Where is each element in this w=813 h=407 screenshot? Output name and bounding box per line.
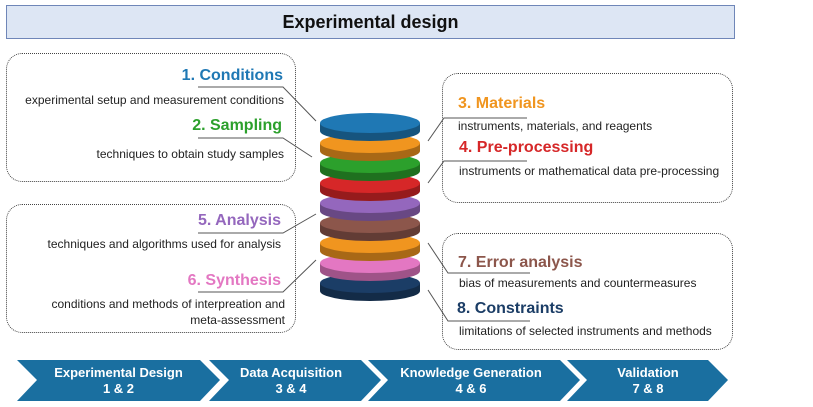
diagram-title: Experimental design bbox=[6, 5, 735, 39]
panel-design-steps bbox=[6, 53, 296, 182]
phase-experimental-design: Experimental Design 1 & 2 bbox=[37, 360, 200, 401]
step-8-description: limitations of selected instruments and … bbox=[459, 324, 712, 338]
disk-stack bbox=[320, 113, 420, 301]
connector-step-6 bbox=[198, 259, 317, 293]
step-1-description: experimental setup and measurement condi… bbox=[25, 93, 284, 107]
connector-step-5 bbox=[198, 213, 317, 234]
step-5-description: techniques and algorithms used for analy… bbox=[47, 237, 281, 251]
phase-arrow-4 bbox=[567, 360, 728, 401]
phase-1-name: Experimental Design bbox=[54, 364, 183, 380]
phase-2-name: Data Acquisition bbox=[239, 364, 343, 380]
step-3-heading: 3. Materials bbox=[458, 95, 546, 112]
step-6-description: conditions and methods of interpreation … bbox=[52, 296, 286, 328]
disk-top bbox=[320, 113, 420, 133]
phase-4-name: Validation bbox=[617, 364, 679, 380]
phase-arrow-2 bbox=[209, 360, 381, 401]
phase-1-steps: 1 & 2 bbox=[102, 380, 135, 396]
connector-step-3 bbox=[427, 117, 527, 142]
phase-arrow-1 bbox=[17, 360, 220, 401]
step-1-heading: 1. Conditions bbox=[181, 67, 283, 84]
connector-step-4 bbox=[427, 160, 527, 184]
step-8-heading: 8. Constraints bbox=[457, 300, 564, 317]
connector-step-1 bbox=[198, 86, 317, 122]
connector-step-2 bbox=[198, 137, 313, 158]
connector-step-7 bbox=[427, 242, 530, 274]
phase-3-name: Knowledge Generation bbox=[400, 364, 542, 380]
step-2-description: techniques to obtain study samples bbox=[96, 147, 284, 161]
step-7-heading: 7. Error analysis bbox=[458, 254, 583, 271]
phase-knowledge-generation: Knowledge Generation 4 & 6 bbox=[383, 360, 559, 401]
step-3-description: instruments, materials, and reagents bbox=[458, 119, 653, 133]
phase-validation: Validation 7 & 8 bbox=[583, 360, 713, 401]
step-4-description: instruments or mathematical data pre-pro… bbox=[459, 164, 720, 178]
step-6-heading: 6. Synthesis bbox=[187, 272, 281, 289]
panel-analysis-steps bbox=[6, 204, 296, 333]
phase-arrow-3 bbox=[368, 360, 580, 401]
step-5-heading: 5. Analysis bbox=[197, 212, 281, 229]
step-4-heading: 4. Pre-processing bbox=[459, 139, 594, 156]
step-6-description-line2: meta-assessment bbox=[190, 313, 285, 327]
panel-validation-steps bbox=[442, 233, 733, 350]
panel-acquisition-steps bbox=[442, 73, 733, 203]
step-7-description: bias of measurements and countermeasures bbox=[459, 276, 697, 290]
phase-2-steps: 3 & 4 bbox=[275, 380, 307, 396]
step-2-heading: 2. Sampling bbox=[192, 117, 282, 134]
connector-step-8 bbox=[427, 289, 530, 322]
step-6-description-line1: conditions and methods of interpreation … bbox=[51, 297, 286, 311]
phase-4-steps: 7 & 8 bbox=[632, 380, 664, 396]
phase-3-steps: 4 & 6 bbox=[455, 380, 487, 396]
phase-data-acquisition: Data Acquisition 3 & 4 bbox=[217, 360, 365, 401]
